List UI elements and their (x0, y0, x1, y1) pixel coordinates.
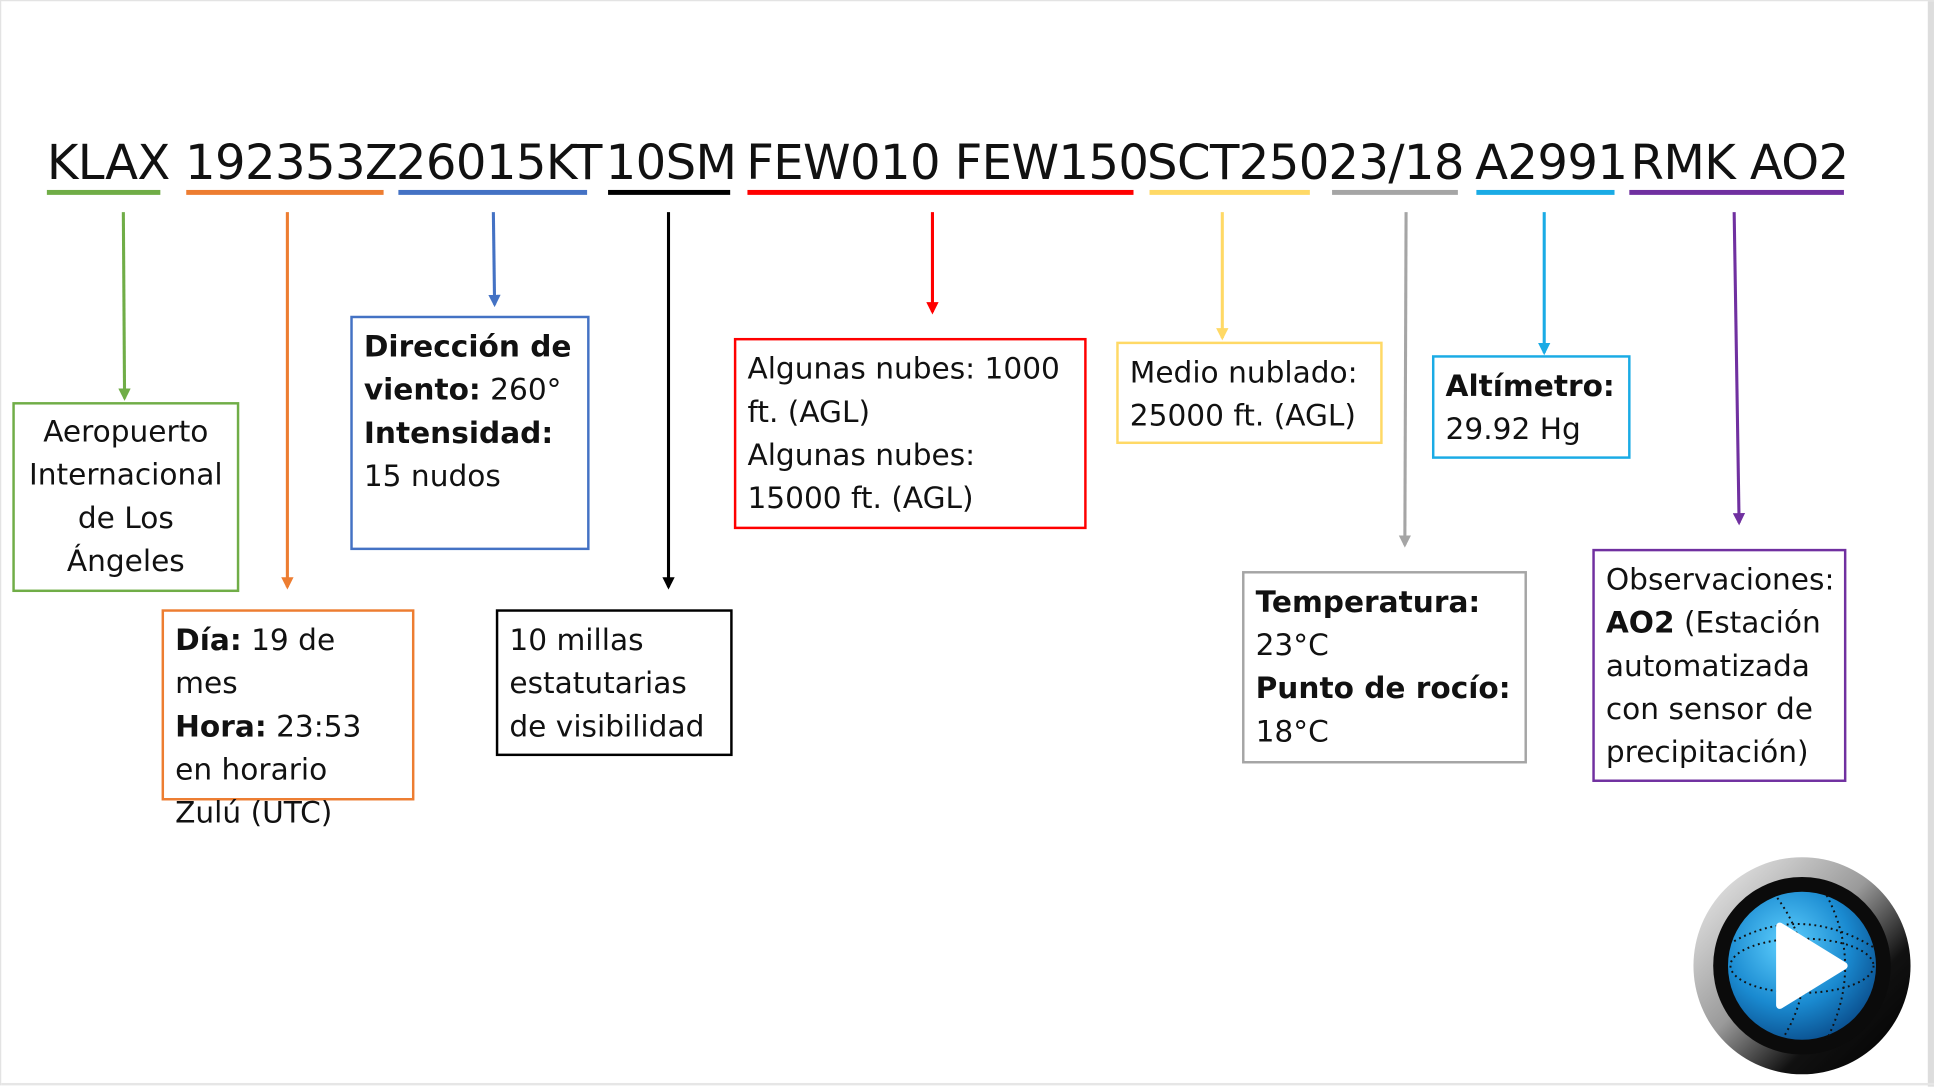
hour-value: 23:53 en horario Zulú (UTC) (175, 709, 362, 831)
altimeter-label: Altímetro: (1445, 368, 1615, 404)
remarks-text: (Estación automatizada con sensor de pre… (1605, 605, 1821, 770)
code-few: FEW010 FEW150 (746, 135, 1149, 192)
remarks-code: AO2 (1605, 605, 1675, 641)
underline-temp (1332, 189, 1458, 195)
underline-time (186, 189, 384, 195)
temp-value: 23°C (1255, 627, 1329, 663)
box-sct: Medio nublado: 25000 ft. (AGL) (1116, 341, 1383, 445)
temp-label: Temperatura: (1255, 584, 1481, 620)
dew-label: Punto de rocío: (1255, 670, 1511, 706)
code-rmk: RMK AO2 (1630, 135, 1850, 192)
box-temp: Temperatura: 23°C Punto de rocío: 18°C (1242, 571, 1527, 764)
underline-visibility (608, 189, 731, 195)
box-airport: Aeropuerto Internacional de Los Ángeles (12, 402, 240, 593)
box-visibility: 10 millas estatutarias de visibilidad (495, 609, 733, 757)
underline-altimeter (1476, 189, 1615, 195)
arrow-wind (488, 212, 501, 308)
box-remarks: Observaciones: AO2 (Estación automatizad… (1592, 548, 1847, 782)
altimeter-value: 29.92 Hg (1445, 411, 1581, 447)
wind-dir-value: 260° (480, 372, 562, 408)
code-klax: KLAX (46, 135, 170, 192)
slide-edge (1927, 1, 1934, 1087)
few-line-1: Algunas nubes: 1000 ft. (AGL) (747, 351, 1060, 430)
wind-int-label: Intensidad: (363, 415, 554, 451)
code-temp: 23/18 (1328, 135, 1464, 192)
box-few: Algunas nubes: 1000 ft. (AGL) Algunas nu… (733, 337, 1087, 530)
box-time: Día: 19 de mes Hora: 23:53 en horario Zu… (161, 609, 415, 830)
wind-dir-label: Dirección de viento: (363, 329, 572, 408)
code-sct: SCT250 (1147, 135, 1329, 192)
sct-text: Medio nublado: 25000 ft. (AGL) (1129, 355, 1358, 433)
underline-rmk (1629, 189, 1844, 195)
wind-int-value: 15 nudos (363, 458, 501, 494)
code-altimeter: A2991 (1475, 135, 1628, 192)
underline-klax (46, 189, 161, 195)
arrow-rmk (1732, 212, 1746, 526)
few-line-2: Algunas nubes: 15000 ft. (AGL) (747, 437, 976, 516)
hour-label: Hora: (175, 709, 267, 744)
day-label: Día: (175, 622, 242, 658)
box-wind: Dirección de viento: 260° Intensidad: 15… (350, 315, 590, 551)
underline-sct (1149, 189, 1310, 195)
day-value: 19 de mes (175, 622, 336, 701)
visibility-text: 10 millas estatutarias de visibilidad (509, 622, 705, 744)
box-altimeter: Altímetro: 29.92 Hg (1431, 355, 1631, 459)
remarks-prefix: Observaciones: (1605, 562, 1835, 597)
code-visibility: 10SM (605, 135, 737, 192)
play-globe-icon[interactable] (1691, 855, 1913, 1077)
airport-text: Aeropuerto Internacional de Los Ángeles (29, 414, 223, 579)
arrow-temp (1398, 212, 1412, 548)
underline-few (747, 189, 1134, 195)
slide-bottom-edge (1, 1082, 1934, 1086)
code-wind: 26015KT (395, 135, 603, 192)
arrow-klax (118, 212, 131, 401)
code-time: 192353Z (185, 135, 398, 192)
underline-wind (398, 189, 588, 195)
dew-value: 18°C (1255, 714, 1329, 749)
